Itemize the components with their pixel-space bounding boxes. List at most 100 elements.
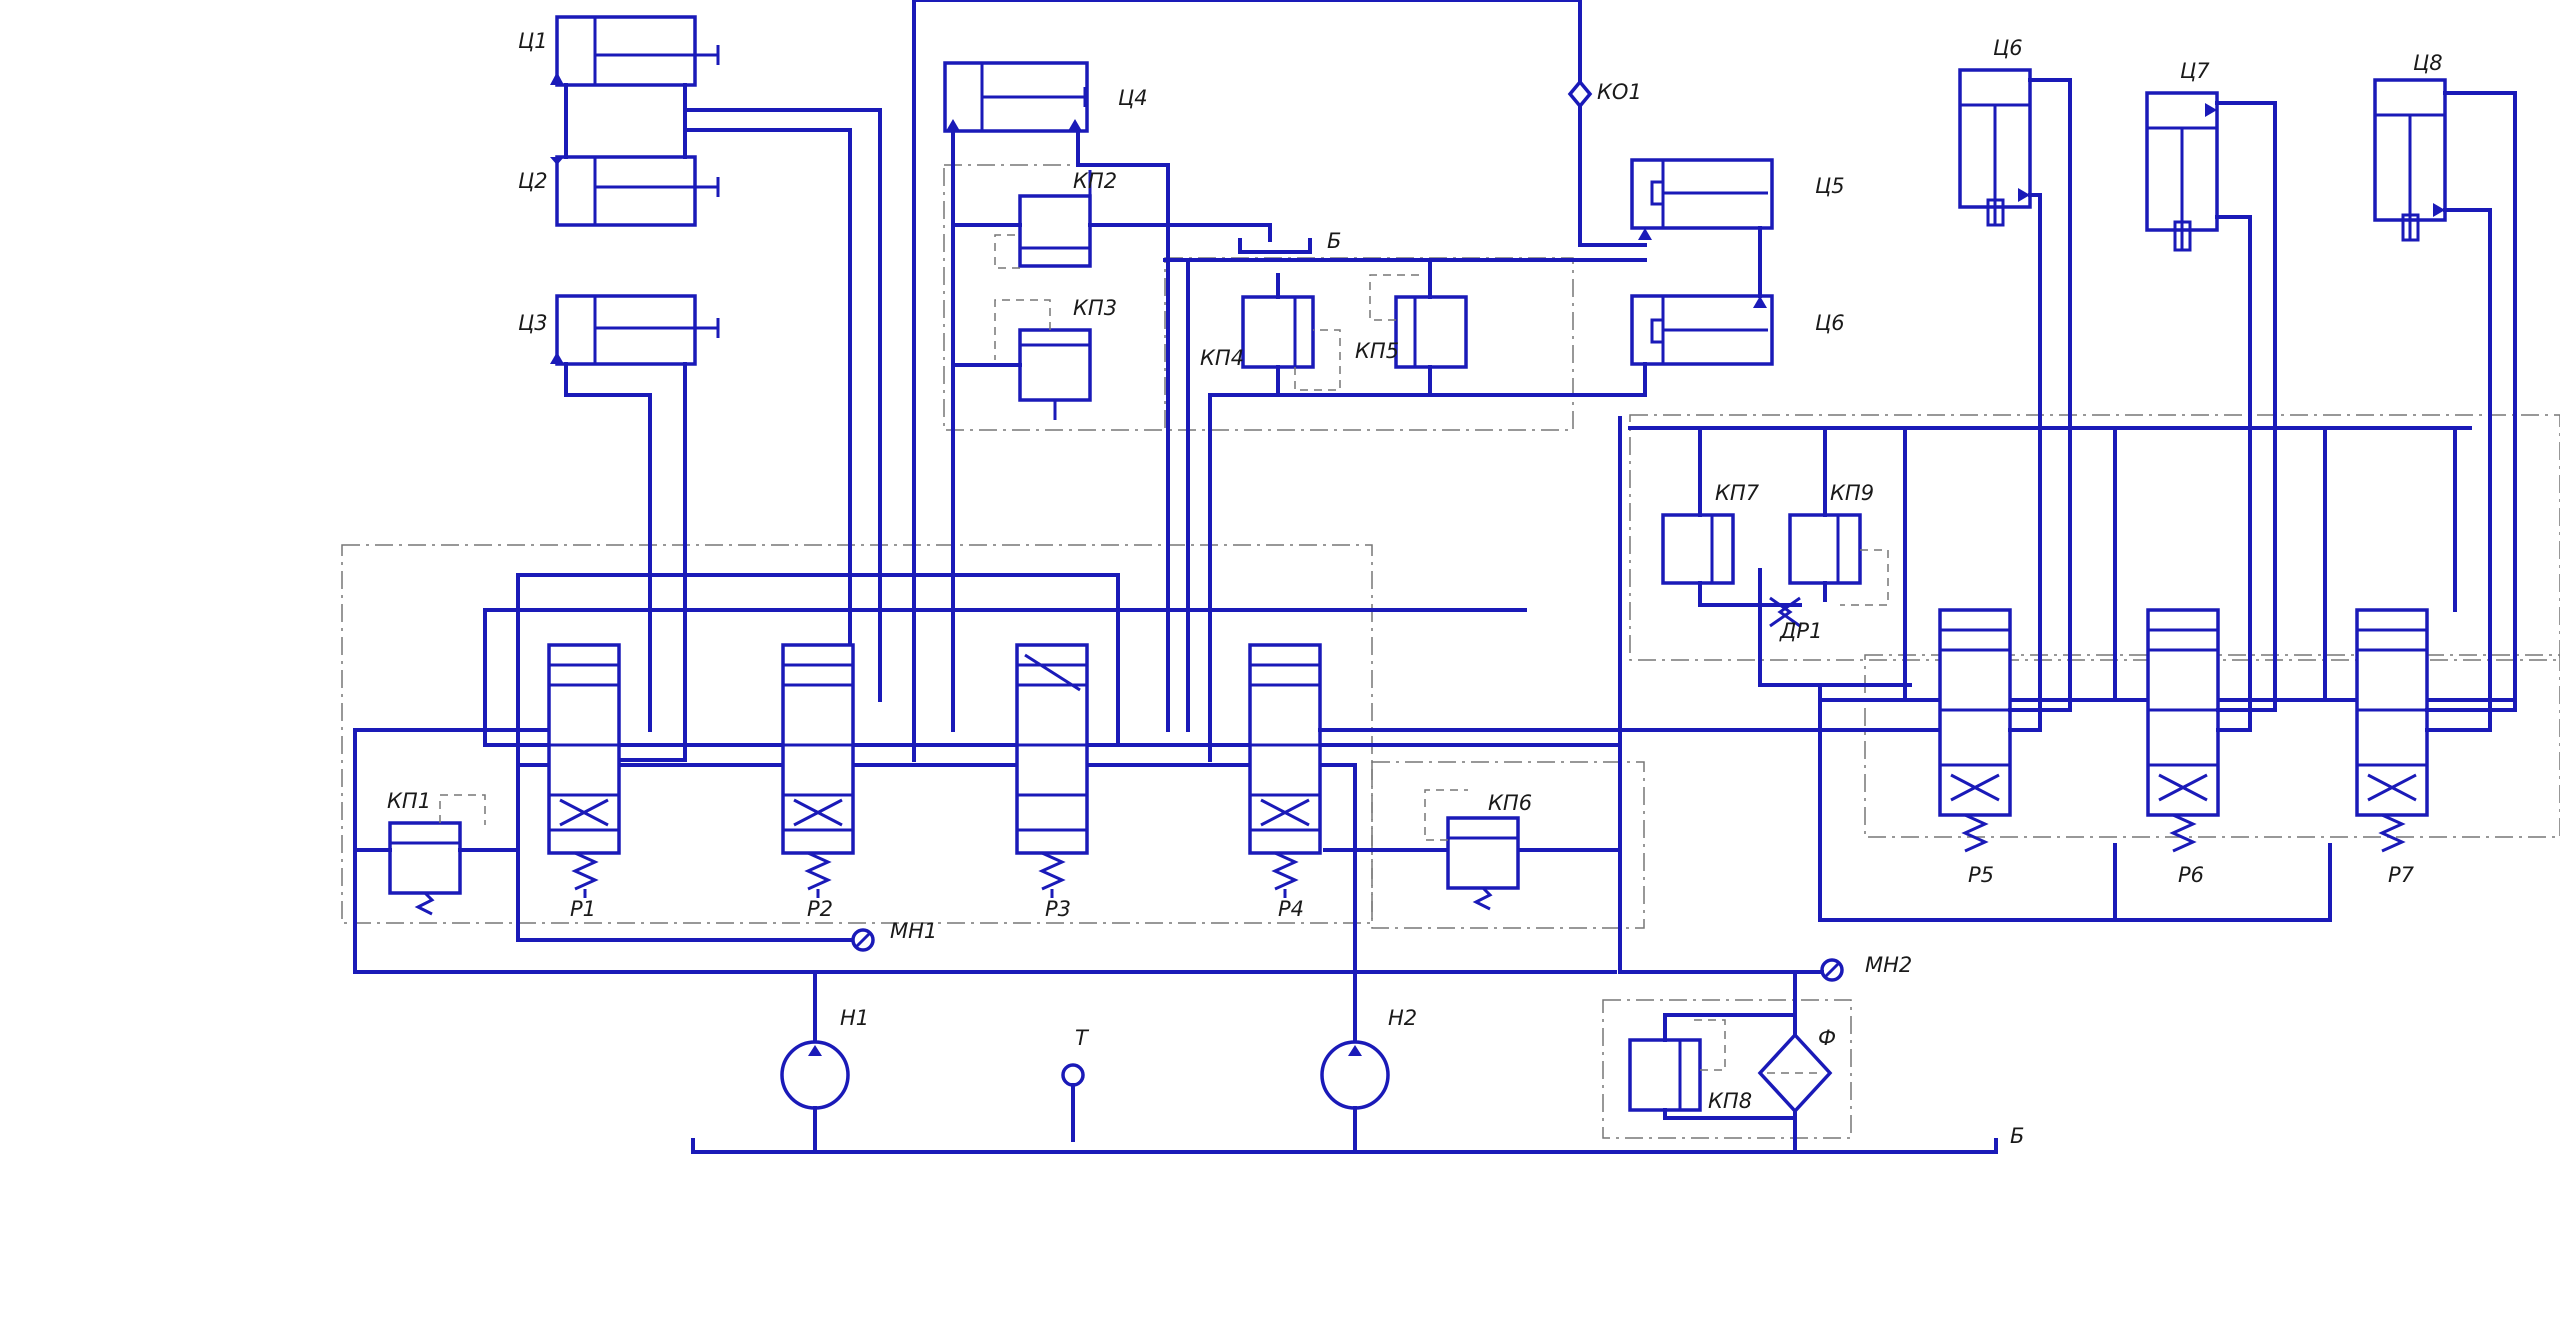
label-p4: Р4 [1278, 897, 1304, 921]
c2-line-to-p2 [683, 128, 852, 732]
distributor-p2 [781, 643, 855, 898]
check-valve-top-line [912, 0, 1582, 762]
c6-right-line-b [2008, 193, 2042, 732]
kp8-out [1663, 1108, 1797, 1120]
c8-line-a [2425, 91, 2517, 712]
label-c4: Ц4 [1118, 86, 1148, 110]
relief-valve-kp5 [1394, 295, 1468, 369]
cylinder-c3 [550, 294, 720, 366]
check-valve-to-c5 [1578, 98, 1647, 247]
label-kp6: КП6 [1488, 791, 1532, 815]
kp1-pilot [439, 794, 486, 825]
label-kp8: КП8 [1708, 1089, 1752, 1113]
kp6-pilot [1424, 789, 1468, 841]
label-p3: Р3 [1045, 897, 1071, 921]
right-return-line [1818, 683, 2332, 922]
kp8-pilot [1690, 1019, 1726, 1071]
distributor-p4 [1248, 643, 1322, 898]
label-p5: Р5 [1968, 863, 1994, 887]
kp2-pilot [994, 234, 1020, 269]
relief-valve-kp7 [1661, 513, 1735, 585]
label-c6-left: Ц6 [1815, 311, 1845, 335]
throttle-dr1 [1769, 596, 1801, 628]
kp8-filter-boundary [1602, 999, 1852, 1139]
label-kp4: КП4 [1200, 346, 1244, 370]
cylinder-c2 [550, 155, 720, 227]
kp5-pilot [1369, 274, 1420, 321]
label-c1: Ц1 [518, 29, 548, 53]
label-c8: Ц8 [2413, 51, 2443, 75]
cylinder-c5 [1630, 158, 1774, 240]
label-p6: Р6 [2178, 863, 2204, 887]
distributor-p3 [1015, 643, 1089, 898]
relief-valve-kp1 [388, 821, 462, 916]
distributor-p6 [2146, 608, 2220, 853]
relief-valve-kp8 [1628, 1038, 1702, 1112]
distributor-p7 [2355, 608, 2429, 853]
kp6-group-boundary [1371, 761, 1645, 929]
kp3-pilot [994, 299, 1051, 360]
label-tank-top: Б [1327, 229, 1341, 253]
relief-valve-kp4 [1241, 295, 1315, 369]
relief-valve-kp3 [1018, 328, 1092, 420]
kp4-pilot [1294, 329, 1341, 391]
label-mn2: МН2 [1865, 953, 1912, 977]
label-p2: Р2 [807, 897, 833, 921]
c7-line-a [2215, 101, 2277, 712]
label-mn1: МН1 [890, 919, 937, 943]
cylinder-c7 [2145, 91, 2219, 252]
label-h2: Н2 [1388, 1006, 1417, 1030]
cylinder-c1 [550, 15, 720, 87]
relief-valve-kp2 [1018, 170, 1092, 268]
label-p1: Р1 [570, 897, 596, 921]
c7-line-b [2215, 215, 2252, 732]
distributor-p1 [547, 643, 621, 898]
relief-valve-kp9 [1788, 513, 1862, 585]
label-c2: Ц2 [518, 169, 548, 193]
label-tank-bottom: Б [2010, 1124, 2024, 1148]
label-thermometer: Т [1075, 1026, 1090, 1050]
label-kp5: КП5 [1355, 339, 1399, 363]
label-h1: Н1 [840, 1006, 869, 1030]
kp7-bottom [1698, 581, 1802, 607]
label-dr1: ДР1 [1779, 619, 1822, 643]
c4-line-b [1076, 129, 1170, 732]
label-kp7: КП7 [1715, 481, 1760, 505]
c3-line-a [564, 362, 652, 732]
cylinder-c4 [943, 61, 1089, 133]
thermometer-t [1061, 1063, 1085, 1142]
tank-symbol-top [1238, 238, 1312, 254]
c8-line-b [2425, 208, 2492, 732]
label-kp1: КП1 [387, 789, 431, 813]
check-valve-ko1 [1567, 79, 1593, 109]
gauge-mn2 [1820, 958, 1844, 982]
c1-line-to-p2 [683, 108, 882, 702]
relief-valve-kp6 [1446, 816, 1520, 911]
cylinder-c6-right [1958, 68, 2032, 227]
distributor-p5 [1938, 608, 2012, 853]
throttle-line [1758, 568, 1912, 687]
pump-h1 [780, 1040, 850, 1150]
right-valve-group-boundary [1629, 414, 2560, 661]
c3-line-b [608, 362, 687, 762]
label-filter: Ф [1818, 1026, 1836, 1050]
c6-line [1208, 362, 1647, 762]
cylinder-c6-left [1630, 294, 1774, 366]
tank-bottom-line [691, 1138, 1998, 1154]
label-c3: Ц3 [518, 311, 548, 335]
gauge-mn1-line [516, 763, 862, 942]
gauge-mn1 [851, 928, 875, 952]
label-kp2: КП2 [1073, 169, 1117, 193]
left-valve-block-boundary [341, 544, 1373, 924]
label-ko1: КО1 [1597, 80, 1642, 104]
label-kp9: КП9 [1830, 481, 1874, 505]
kp2-outlet [1088, 223, 1272, 242]
label-c6-right: Ц6 [1993, 36, 2023, 60]
cylinder-c8 [2373, 78, 2447, 242]
label-p7: Р7 [2388, 863, 2415, 887]
kp9-pilot [1840, 549, 1889, 606]
label-kp3: КП3 [1073, 296, 1117, 320]
pump-h2 [1320, 1040, 1390, 1150]
label-c7: Ц7 [2180, 59, 2210, 83]
